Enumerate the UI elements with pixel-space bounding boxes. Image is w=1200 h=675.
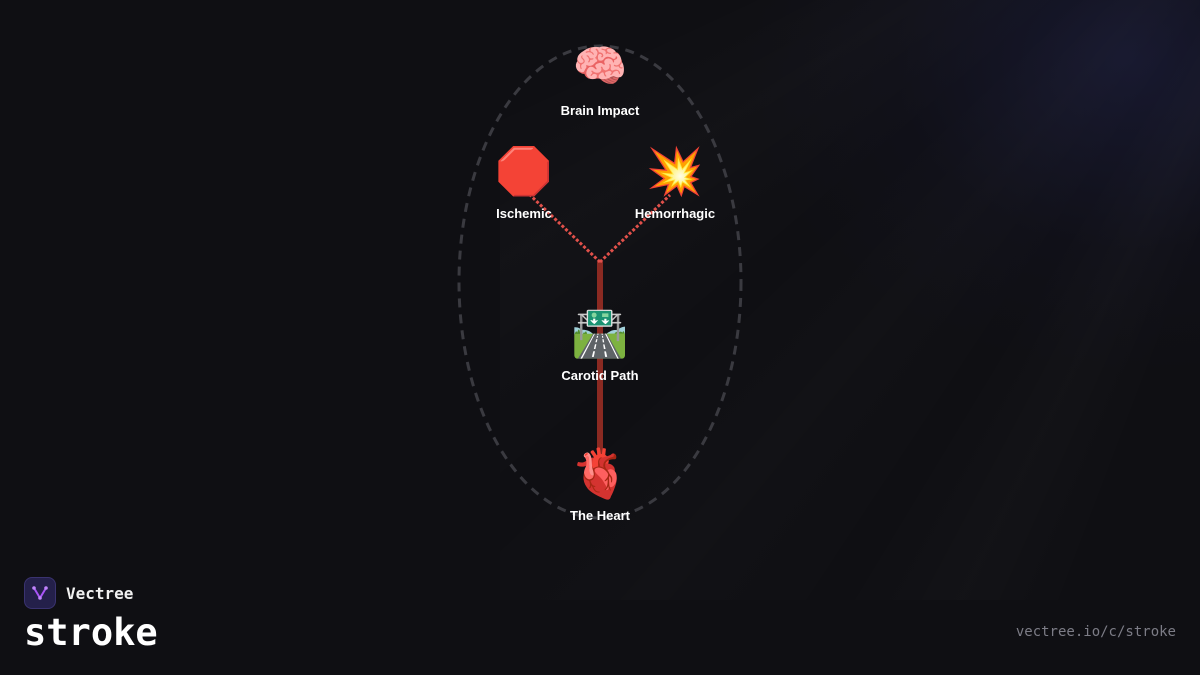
stop-sign-icon: 🛑 xyxy=(495,144,553,198)
brand[interactable]: Vectree xyxy=(24,577,133,609)
brain-icon: 🧠 xyxy=(572,41,628,92)
branch-to-ischemic xyxy=(528,193,602,264)
collision-icon: 💥 xyxy=(646,144,704,198)
anatomical-heart-icon: 🫀 xyxy=(570,446,630,502)
node-carotid-path[interactable]: 🛣️ Carotid Path xyxy=(520,310,680,383)
node-hemorrhagic[interactable]: 💥 Hemorrhagic xyxy=(595,148,755,221)
vectree-logo-icon xyxy=(24,577,56,609)
node-label: The Heart xyxy=(570,508,630,523)
brand-name: Vectree xyxy=(66,583,134,603)
diagram-outline xyxy=(457,44,743,520)
node-label: Hemorrhagic xyxy=(634,206,716,221)
node-brain-impact[interactable]: 🧠 Brain Impact xyxy=(520,41,680,119)
node-label: Ischemic xyxy=(496,206,552,221)
source-url[interactable]: vectree.io/c/stroke xyxy=(1015,624,1176,640)
highway-icon: 🛣️ xyxy=(571,306,629,360)
page-title: stroke xyxy=(24,611,158,654)
node-the-heart[interactable]: 🫀 The Heart xyxy=(520,450,680,523)
branch-to-hemorrhagic xyxy=(598,193,672,264)
node-label: Brain Impact xyxy=(560,103,640,118)
node-label: Carotid Path xyxy=(561,368,639,383)
node-ischemic[interactable]: 🛑 Ischemic xyxy=(444,148,604,221)
